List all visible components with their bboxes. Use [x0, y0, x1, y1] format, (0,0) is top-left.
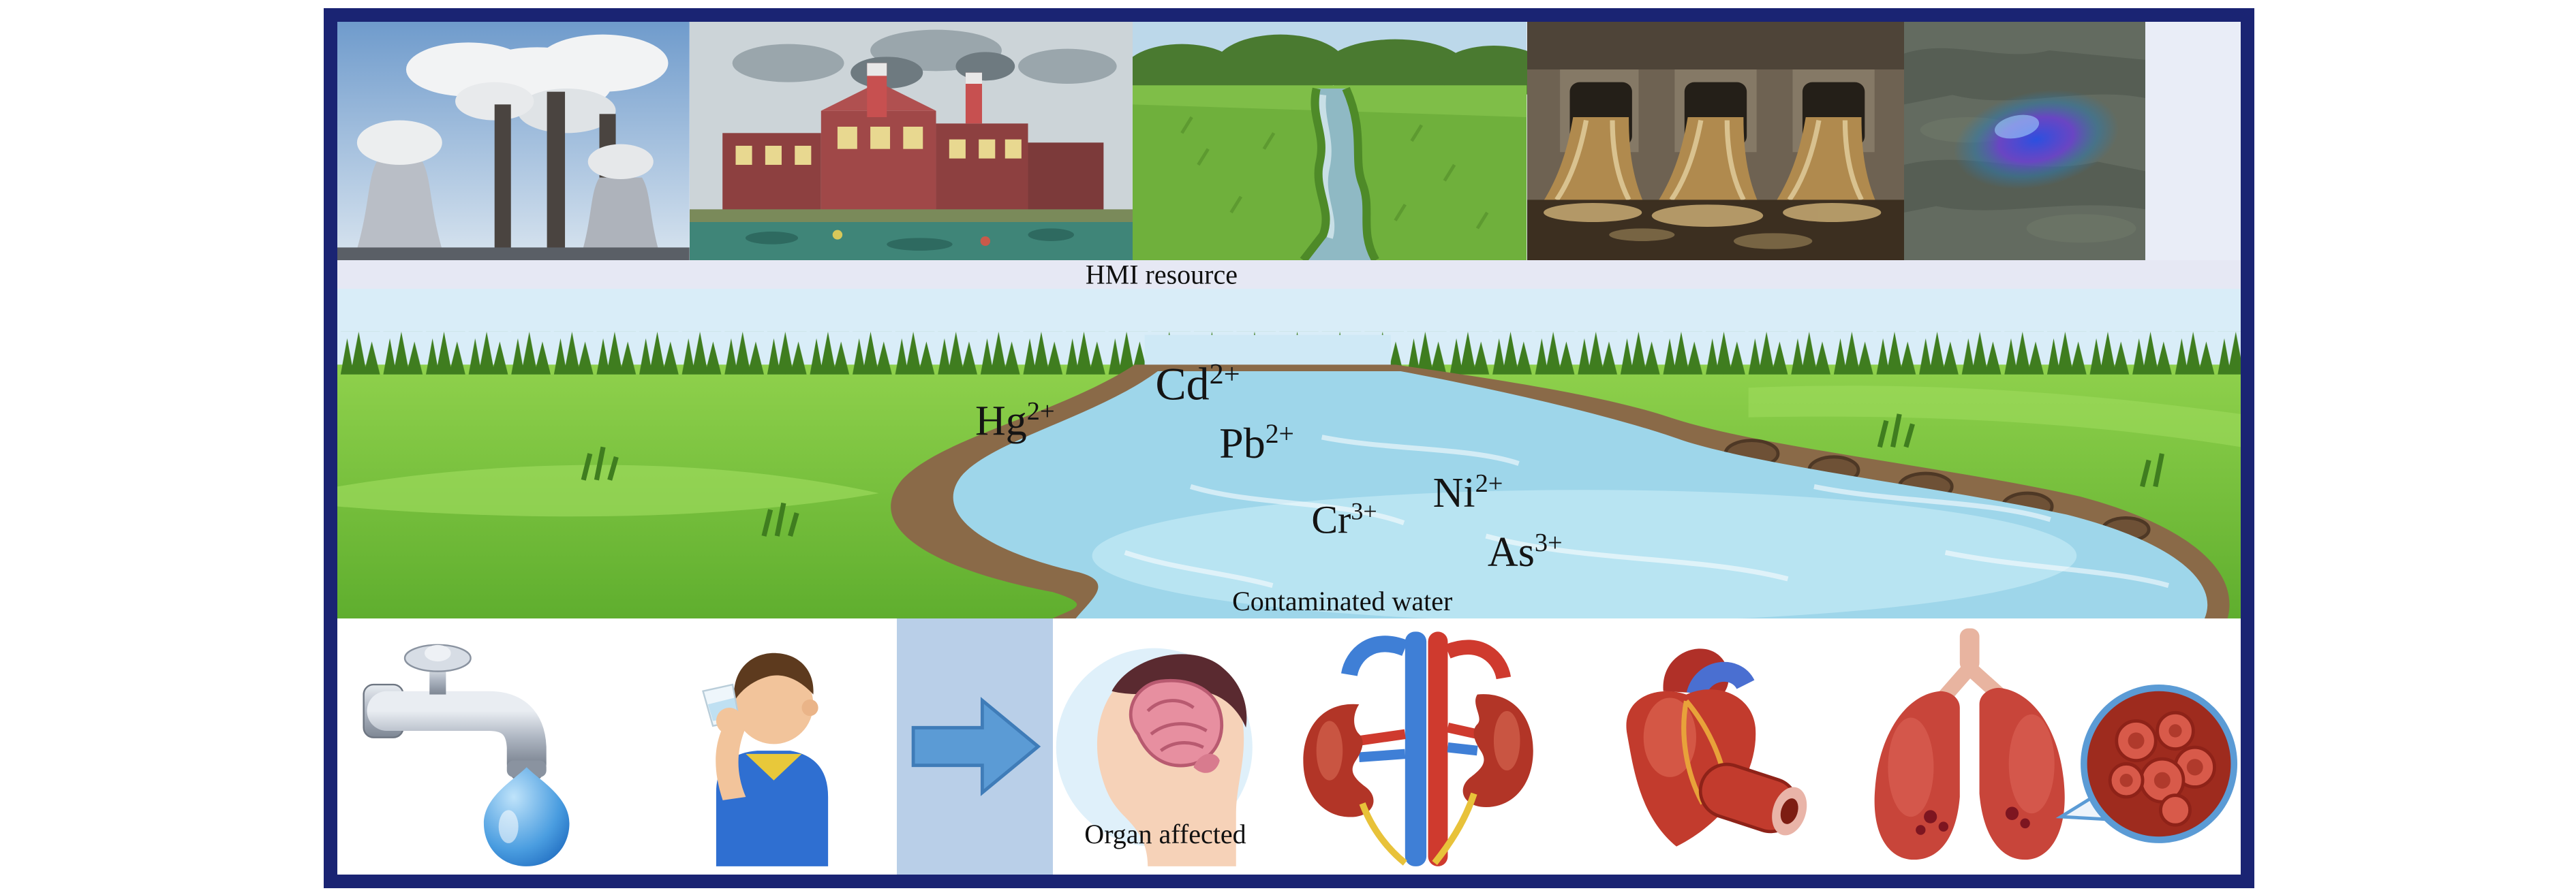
ion-charge: 2+ [1209, 358, 1240, 391]
ion-charge: 2+ [1475, 469, 1503, 499]
panel-faucet [337, 618, 617, 875]
ion-symbol: Cd [1155, 358, 1210, 410]
hmi-resource-label: HMI resource [1085, 259, 1238, 290]
panel-boy-drinking [617, 618, 898, 875]
contaminated-river-scene: Hg2+ Cd2+ Pb2+ Cr3+ Ni2+ As3+ Contaminat… [337, 289, 2241, 618]
lungs-blood-cells-icon [1874, 628, 2238, 860]
figure-frame: HMI resource [324, 8, 2254, 888]
organ-affected-row: Organ affected [337, 618, 2241, 875]
ion-symbol: As [1487, 529, 1535, 576]
contaminated-water-label: Contaminated water [1232, 586, 1453, 616]
source-panel-power-plant [337, 22, 690, 260]
panel-heart [1561, 618, 1816, 875]
kidneys-icon [1303, 631, 1533, 866]
figure-mat: HMI resource [337, 22, 2241, 875]
arrow-right-icon [911, 697, 1041, 796]
hmi-sources-row [337, 22, 2241, 260]
panel-kidneys [1274, 618, 1561, 875]
ion-label-cd: Cd2+ [1155, 358, 1240, 411]
ion-symbol: Ni [1432, 469, 1475, 516]
ion-charge: 2+ [1026, 396, 1055, 426]
heart-icon [1626, 648, 1807, 847]
ion-label-ni: Ni2+ [1433, 469, 1503, 518]
faucet-water-drop-icon [363, 644, 570, 866]
ion-symbol: Cr [1311, 497, 1351, 542]
panel-brain [1053, 618, 1274, 875]
river-landscape-icon [337, 289, 2241, 618]
panel-lungs [1816, 618, 2241, 875]
oil-slick-water-icon [1903, 22, 2146, 260]
boy-drinking-water-icon [701, 653, 828, 866]
ion-charge: 3+ [1534, 529, 1563, 558]
ion-label-as: As3+ [1488, 528, 1563, 577]
ion-label-hg: Hg2+ [975, 396, 1055, 445]
sewage-discharge-icon [1527, 22, 1904, 260]
ion-charge: 3+ [1351, 497, 1377, 525]
ion-label-pb: Pb2+ [1219, 418, 1294, 469]
water-drop [483, 767, 570, 866]
panel-arrow [897, 618, 1054, 875]
ion-symbol: Hg [975, 397, 1027, 444]
source-panel-sewage [1527, 22, 1904, 260]
ion-label-cr: Cr3+ [1311, 497, 1377, 542]
ion-charge: 2+ [1265, 419, 1294, 450]
source-panel-oil-slick [1903, 22, 2146, 260]
organ-affected-label: Organ affected [1084, 819, 1246, 850]
source-panel-factory [689, 22, 1133, 260]
power-plant-smoke-icon [337, 22, 690, 260]
stream-between-fields-icon [1133, 22, 1527, 260]
hmi-resource-strip: HMI resource [337, 259, 2241, 290]
cartoon-factory-pollution-icon [689, 22, 1133, 260]
ion-symbol: Pb [1219, 419, 1266, 468]
source-panel-stream [1133, 22, 1527, 260]
sources-row-filler [2145, 22, 2241, 260]
brain-icon [1056, 648, 1253, 866]
